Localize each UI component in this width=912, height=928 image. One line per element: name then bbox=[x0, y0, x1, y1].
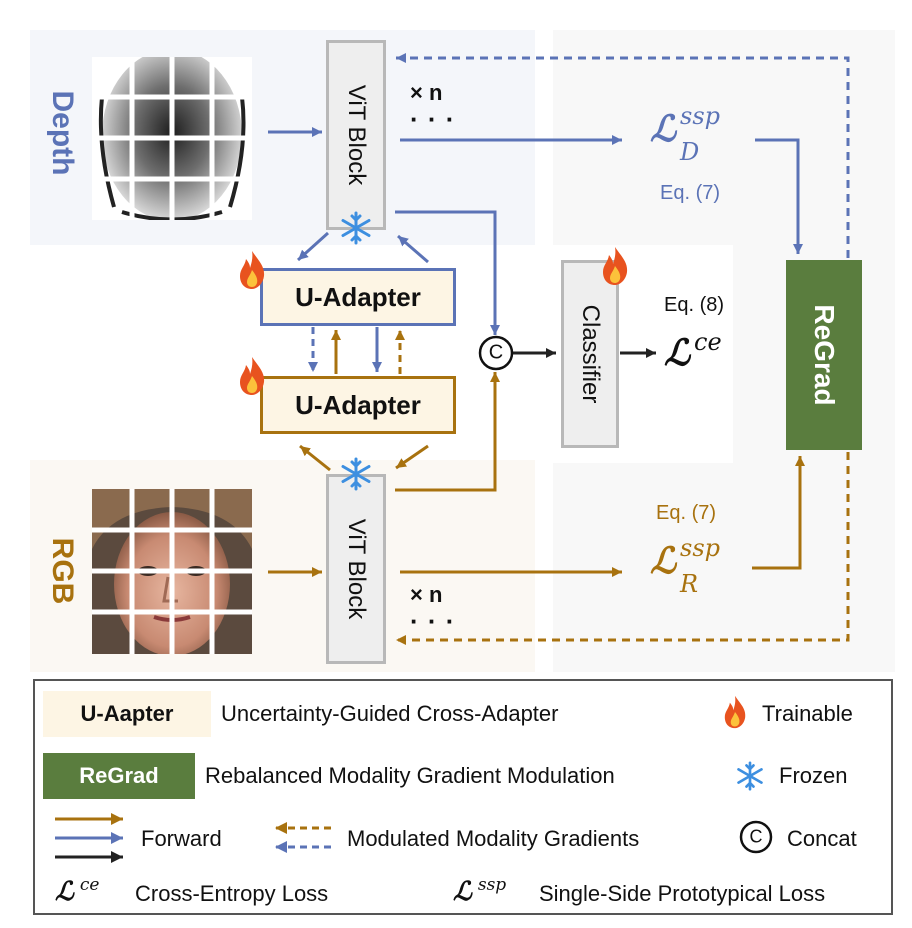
u-adapter-depth-label: U-Adapter bbox=[295, 281, 421, 312]
arrow-depth-vit-to-concat bbox=[395, 210, 500, 335]
u-adapter-depth: U-Adapter bbox=[260, 268, 456, 326]
loss-ssp-rgb-eq: Eq. (7) bbox=[656, 502, 717, 524]
legend-ssp-desc: Single-Side Prototypical Loss bbox=[539, 881, 826, 906]
loss-ssp-rgb: ℒ ssp R bbox=[650, 534, 720, 598]
legend-ce: ℒ ce bbox=[55, 875, 100, 907]
legend-regrad-box-label: ReGrad bbox=[79, 763, 159, 788]
vit-block-depth: ViT Block bbox=[326, 40, 386, 230]
loss-ce-sup: ce bbox=[694, 328, 722, 356]
loss-ssp-depth-sup: ssp bbox=[680, 102, 720, 130]
legend-frozen: Frozen bbox=[779, 763, 848, 788]
legend-arrows bbox=[55, 813, 773, 863]
loss-ce: ℒ ce bbox=[664, 328, 722, 374]
legend-forward: Forward bbox=[141, 826, 222, 851]
classifier-label: Classifier bbox=[577, 304, 604, 404]
loss-ssp-rgb-sup: ssp bbox=[680, 534, 720, 562]
loss-ssp-rgb-symbol: ℒ bbox=[650, 540, 676, 582]
legend-modulated: Modulated Modality Gradients bbox=[347, 826, 640, 851]
legend-regrad-desc: Rebalanced Modality Gradient Modulation bbox=[205, 763, 615, 788]
depth-repeat: × n bbox=[410, 80, 443, 105]
legend-adapter-desc: Uncertainty-Guided Cross-Adapter bbox=[221, 701, 559, 726]
arrow-ssp-r-to-regrad bbox=[752, 456, 805, 570]
loss-ssp-depth: ℒ ssp D bbox=[650, 102, 720, 166]
depth-dots: · · · bbox=[410, 104, 456, 134]
u-adapter-rgb-label: U-Adapter bbox=[295, 389, 421, 420]
legend-ssp-symbol: ℒ bbox=[453, 877, 472, 907]
loss-ce-symbol: ℒ bbox=[664, 332, 690, 374]
arrow-rgb-vit-to-concat bbox=[395, 372, 500, 492]
loss-ssp-depth-symbol: ℒ bbox=[650, 108, 676, 150]
legend-ce-symbol: ℒ bbox=[55, 877, 74, 907]
vit-block-depth-label: ViT Block bbox=[343, 84, 370, 186]
legend: U-Aapter Uncertainty-Guided Cross-Adapte… bbox=[33, 679, 893, 915]
loss-ssp-depth-eq: Eq. (7) bbox=[660, 182, 721, 204]
flame-icon bbox=[603, 247, 628, 285]
concat-icon bbox=[478, 335, 514, 371]
flame-icon bbox=[724, 695, 746, 729]
legend-concat-icon bbox=[739, 820, 773, 854]
arrow-adapter-to-rgb-vit bbox=[395, 444, 429, 470]
legend-regrad-box: ReGrad bbox=[43, 753, 195, 799]
snowflake-icon bbox=[341, 457, 371, 491]
legend-concat: Concat bbox=[787, 826, 857, 851]
arrow-ssp-d-to-regrad bbox=[755, 138, 803, 254]
legend-ssp: ℒ ssp bbox=[453, 875, 507, 907]
loss-ssp-depth-sub: D bbox=[680, 138, 700, 166]
concat-symbol: C bbox=[488, 341, 504, 364]
arrow-depth-gradient bbox=[396, 53, 850, 258]
classifier-block: Classifier bbox=[561, 260, 619, 448]
arrow-depth-vit-to-adapter bbox=[296, 231, 330, 262]
vit-block-rgb: ViT Block bbox=[326, 474, 386, 664]
rgb-repeat: × n bbox=[410, 582, 443, 607]
arrow-rgb-vit-to-adapter bbox=[299, 444, 331, 472]
flame-icon bbox=[240, 357, 265, 395]
face-depth-patches bbox=[92, 57, 252, 220]
legend-ce-sup: ce bbox=[79, 875, 100, 895]
legend-adapter-box: U-Aapter bbox=[43, 691, 211, 737]
snowflake-icon bbox=[341, 211, 371, 245]
face-rgb-patches bbox=[92, 489, 252, 654]
u-adapter-rgb: U-Adapter bbox=[260, 376, 456, 434]
legend-concat-symbol: C bbox=[749, 826, 763, 847]
rgb-dots: · · · bbox=[410, 606, 456, 636]
regrad-label: ReGrad bbox=[809, 304, 840, 406]
legend-trainable: Trainable bbox=[762, 701, 853, 726]
snowflake-icon bbox=[737, 761, 763, 791]
regrad-block: ReGrad bbox=[786, 260, 862, 450]
vit-block-rgb-label: ViT Block bbox=[343, 518, 370, 620]
loss-ce-eq: Eq. (8) bbox=[664, 294, 725, 316]
loss-ssp-rgb-sub: R bbox=[680, 570, 699, 598]
flame-icon bbox=[240, 251, 265, 289]
arrow-adapter-to-depth-vit bbox=[397, 234, 429, 264]
legend-ssp-sup: ssp bbox=[477, 875, 507, 895]
legend-adapter-box-label: U-Aapter bbox=[80, 701, 174, 726]
arrow-rgb-gradient bbox=[396, 452, 850, 645]
legend-ce-desc: Cross-Entropy Loss bbox=[135, 881, 329, 906]
